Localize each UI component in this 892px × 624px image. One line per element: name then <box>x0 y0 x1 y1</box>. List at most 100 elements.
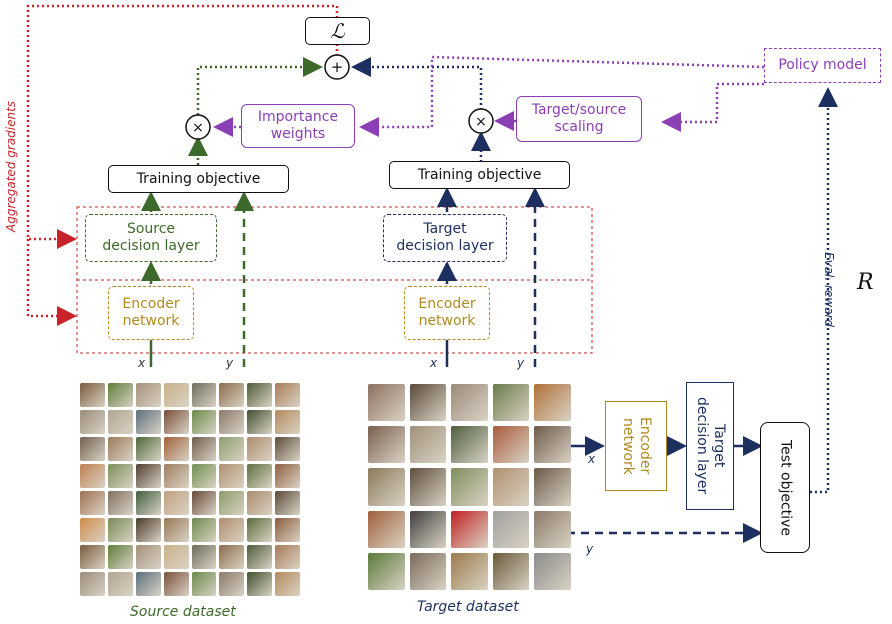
dataset-thumbnail <box>247 410 273 434</box>
plus-operator <box>324 54 350 80</box>
dataset-thumbnail <box>163 410 189 434</box>
source-times-symbol: × <box>192 120 204 136</box>
dataset-thumbnail <box>247 545 273 569</box>
dataset-thumbnail <box>80 383 105 407</box>
dataset-thumbnail <box>534 468 571 506</box>
dataset-thumbnail <box>163 437 189 461</box>
loss-box: ℒ <box>305 17 370 45</box>
gradient-arrow-encoder <box>26 239 77 326</box>
dataset-thumbnail <box>275 545 300 569</box>
test-y-label: y <box>586 542 594 556</box>
dataset-thumbnail <box>191 410 217 434</box>
source-y-label: y <box>226 356 234 370</box>
dataset-thumbnail <box>534 552 571 590</box>
dataset-thumbnail <box>451 384 488 422</box>
source-encoder-box: Encoder network <box>108 286 194 340</box>
dataset-thumbnail <box>368 552 405 590</box>
reward-symbol: R <box>857 270 874 295</box>
dataset-thumbnail <box>163 572 189 596</box>
dataset-thumbnail <box>275 464 300 488</box>
dataset-thumbnail <box>163 545 189 569</box>
dataset-thumbnail <box>135 464 161 488</box>
dataset-thumbnail <box>247 518 273 542</box>
source-training-objective-box: Training objective <box>108 165 289 193</box>
test-decision-layer-box: Target decision layer <box>686 382 734 510</box>
dataset-thumbnail <box>135 545 161 569</box>
dataset-thumbnail <box>368 384 405 422</box>
dataset-thumbnail <box>107 383 133 407</box>
dataset-thumbnail <box>492 426 530 464</box>
dataset-thumbnail <box>451 510 488 548</box>
target-decision-layer-box: Target decision layer <box>383 214 507 262</box>
target-times-operator <box>468 108 494 134</box>
dataset-thumbnail <box>247 437 273 461</box>
dataset-thumbnail <box>80 491 105 515</box>
dataset-thumbnail <box>163 464 189 488</box>
dataset-thumbnail <box>368 468 405 506</box>
dataset-thumbnail <box>107 545 133 569</box>
eval-reward-label: Eval. reward <box>822 252 836 328</box>
test-encoder-box: Encoder network <box>605 401 667 491</box>
source-dataset-image-grid <box>80 383 300 596</box>
source-dataset-caption: Source dataset <box>130 604 236 620</box>
target-dataset-image-grid <box>368 384 571 590</box>
dataset-thumbnail <box>80 518 105 542</box>
dataset-thumbnail <box>107 572 133 596</box>
target-encoder-box: Encoder network <box>404 286 490 340</box>
dataset-thumbnail <box>492 384 530 422</box>
dataset-thumbnail <box>135 572 161 596</box>
policy-to-scaling-arrow <box>661 82 764 132</box>
dataset-thumbnail <box>80 437 105 461</box>
dataset-thumbnail <box>191 545 217 569</box>
dataset-thumbnail <box>80 464 105 488</box>
dataset-thumbnail <box>191 572 217 596</box>
dataset-thumbnail <box>163 491 189 515</box>
source-times-to-plus-arrow <box>196 57 323 115</box>
target-x-label: x <box>430 356 438 370</box>
dataset-thumbnail <box>275 518 300 542</box>
importance-weights-box: Importance weights <box>241 104 355 148</box>
test-x-label: x <box>588 452 596 466</box>
dataset-thumbnail <box>107 518 133 542</box>
dataset-thumbnail <box>534 426 571 464</box>
target-times-to-plus-arrow <box>351 57 483 110</box>
test-objective-box: Test objective <box>760 422 810 553</box>
dataset-thumbnail <box>492 510 530 548</box>
dataset-thumbnail <box>191 518 217 542</box>
dataset-thumbnail <box>409 552 447 590</box>
dataset-thumbnail <box>107 437 133 461</box>
dataset-thumbnail <box>451 426 488 464</box>
source-decision-layer-box: Source decision layer <box>85 214 217 262</box>
dataset-thumbnail <box>191 464 217 488</box>
dataset-thumbnail <box>409 384 447 422</box>
dataset-thumbnail <box>135 410 161 434</box>
policy-to-importance-arrow <box>359 55 765 137</box>
aggregated-gradients-label: Aggregated gradients <box>4 100 18 232</box>
eval-reward-arrow <box>810 87 838 494</box>
dataset-thumbnail <box>247 464 273 488</box>
target-training-objective-box: Training objective <box>389 161 570 189</box>
gradient-arrow-decision <box>26 4 339 249</box>
dataset-thumbnail <box>451 552 488 590</box>
dataset-thumbnail <box>492 552 530 590</box>
dataset-thumbnail <box>275 410 300 434</box>
dataset-thumbnail <box>219 572 245 596</box>
dataset-thumbnail <box>191 491 217 515</box>
dataset-thumbnail <box>275 437 300 461</box>
plus-symbol: + <box>331 58 344 76</box>
dataset-thumbnail <box>247 572 273 596</box>
source-x-label: x <box>138 356 146 370</box>
dataset-thumbnail <box>80 572 105 596</box>
dataset-thumbnail <box>275 491 300 515</box>
dataset-thumbnail <box>135 491 161 515</box>
dataset-thumbnail <box>219 383 245 407</box>
dataset-thumbnail <box>368 426 405 464</box>
dataset-thumbnail <box>80 410 105 434</box>
dataset-thumbnail <box>219 518 245 542</box>
target-times-symbol: × <box>475 114 487 130</box>
dataset-thumbnail <box>107 491 133 515</box>
dataset-thumbnail <box>409 510 447 548</box>
dataset-thumbnail <box>219 545 245 569</box>
dataset-thumbnail <box>135 437 161 461</box>
dataset-thumbnail <box>135 518 161 542</box>
